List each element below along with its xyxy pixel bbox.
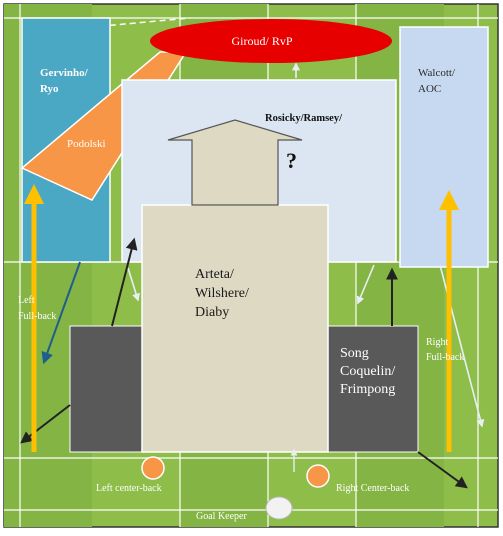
right-fullback-label: Right Full-back (426, 337, 464, 363)
arrow-left-block-out (20, 404, 71, 444)
arrow-left-block-up (111, 237, 138, 327)
central-mid-block (141, 204, 329, 453)
right-centerback-label: Right Center-back (336, 483, 409, 494)
left-centerback-marker (141, 456, 165, 480)
left-fullback-label: Left Full-back (18, 295, 56, 322)
right-winger-block (399, 26, 489, 268)
goalkeeper-label: Goal Keeper (196, 511, 247, 522)
right-defensive-block (327, 325, 419, 453)
left-defensive-block (69, 325, 147, 453)
arrow-left-winger-blue (41, 261, 81, 365)
goalkeeper-marker (265, 496, 293, 520)
arrow-am-right-light (356, 264, 375, 305)
defensive-mid-label: Song Coquelin/ Frimpong (340, 346, 399, 397)
left-winger-label: Gervinho/ Ryo (40, 67, 90, 95)
arrow-am-left-light (127, 267, 140, 302)
striker-label: Giroud/ RvP (231, 34, 292, 48)
arrow-right-block-out (417, 451, 468, 489)
forward-arrow (167, 119, 303, 206)
left-centerback-label: Left center-back (96, 483, 162, 494)
podolski-label: Podolski (67, 138, 106, 150)
question-mark: ? (286, 148, 297, 173)
right-winger-label: Walcott/ AOC (418, 67, 458, 95)
striker-ellipse (150, 19, 392, 63)
attacking-mid-label: Rosicky/Ramsey/ (265, 113, 343, 124)
central-mid-label: Arteta/ Wilshere/ Diaby (195, 267, 252, 320)
right-centerback-marker (306, 464, 330, 488)
